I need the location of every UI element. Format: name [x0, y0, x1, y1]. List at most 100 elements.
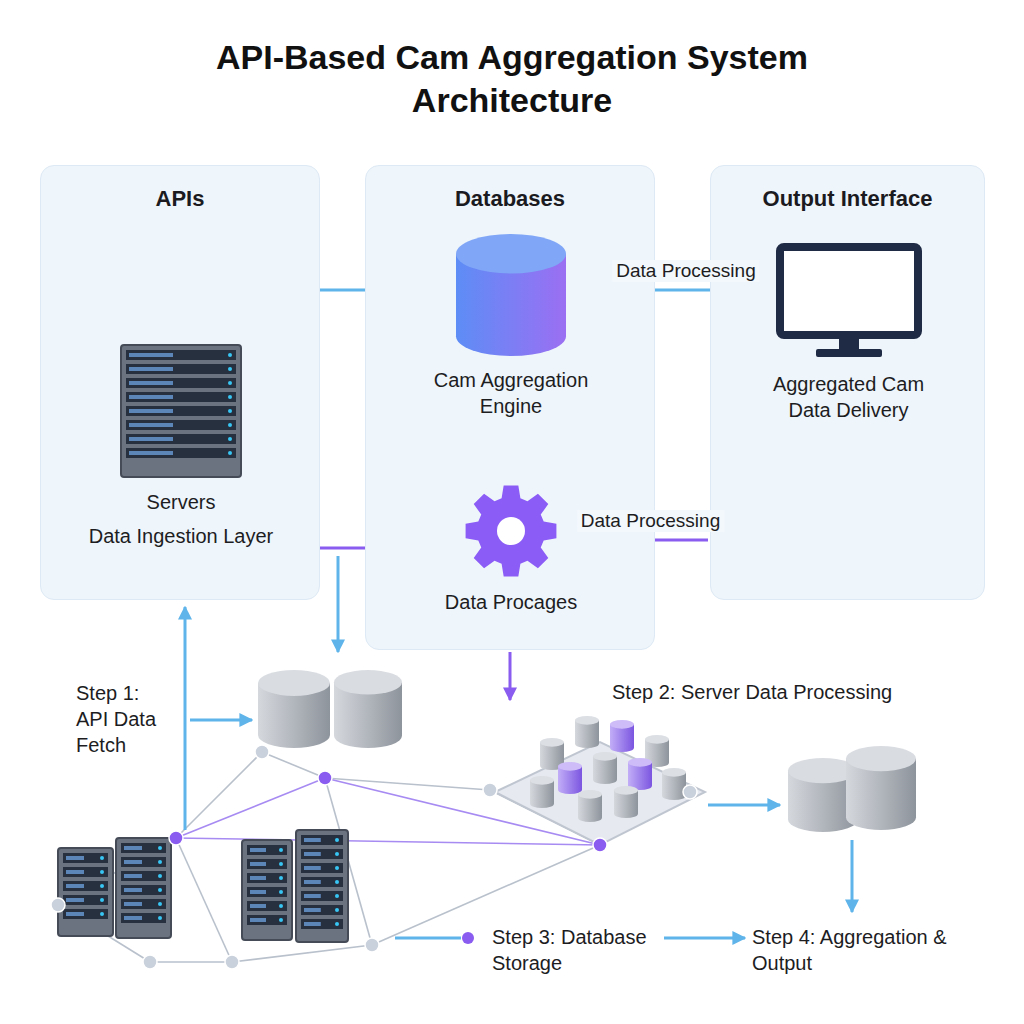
server-unit [301, 905, 343, 915]
cylinder-base [456, 316, 566, 356]
panel-heading: Output Interface [711, 166, 984, 212]
server-slot [66, 884, 84, 888]
panel-heading: Databases [366, 166, 654, 212]
network-dot [483, 783, 497, 797]
network-link [262, 752, 325, 778]
server-unit [247, 873, 287, 883]
server-slot [304, 880, 321, 884]
node-icon [461, 481, 561, 581]
server-slot [250, 876, 266, 880]
server-light [279, 876, 283, 880]
server-unit [121, 871, 166, 881]
network-link [176, 752, 262, 838]
server-slot [124, 874, 142, 878]
server-slot [124, 860, 142, 864]
cylinder-base [575, 739, 599, 748]
server-unit [121, 913, 166, 923]
cylinder-base [614, 809, 638, 818]
server-rack [242, 840, 292, 940]
network-dot [365, 938, 379, 952]
cylinder-top [575, 716, 599, 725]
server-slot [304, 922, 321, 926]
server-light [279, 848, 283, 852]
cylinder-top [578, 790, 602, 799]
server-light [279, 918, 283, 922]
server-light [100, 870, 104, 874]
node-label: Servers [51, 489, 311, 515]
server-unit [126, 420, 236, 430]
server-slot [124, 846, 142, 850]
node-icon [116, 341, 246, 481]
server-slot [250, 918, 266, 922]
server-light [335, 908, 339, 912]
server-light [335, 922, 339, 926]
server-slot [66, 912, 84, 916]
server-unit [63, 895, 108, 905]
server-slot [304, 838, 321, 842]
monitor-screen [780, 247, 918, 335]
server-unit [63, 853, 108, 863]
server-light [158, 874, 162, 878]
server-slot [304, 852, 321, 856]
flow-arrow [337, 556, 340, 652]
server-unit [121, 857, 166, 867]
component-node: Data Procages [431, 481, 591, 615]
monitor-base [816, 349, 882, 357]
flow-line [395, 937, 461, 940]
server-light [228, 353, 232, 357]
server-slot [250, 904, 266, 908]
server-unit [126, 378, 236, 388]
server-slot [124, 916, 142, 920]
cylinder-base [258, 722, 330, 748]
layer-panel: Output InterfaceAggregated Cam Data Deli… [710, 165, 985, 600]
cylinder-top [593, 752, 617, 761]
network-dot [143, 955, 157, 969]
server-slot [66, 898, 84, 902]
server-light [228, 367, 232, 371]
server-unit [301, 919, 343, 929]
server-unit [247, 915, 287, 925]
cylinder-top [662, 768, 686, 777]
server-slot [250, 862, 266, 866]
server-unit [301, 835, 343, 845]
flow-arrow [184, 607, 187, 700]
flow-arrow [664, 937, 745, 940]
server-light [228, 451, 232, 455]
server-slot [129, 395, 173, 399]
network-dot [683, 785, 697, 799]
server-slot [304, 894, 321, 898]
server-rack [58, 848, 113, 936]
hardware-illustration [51, 670, 916, 969]
server-light [228, 381, 232, 385]
network-dot [255, 745, 269, 759]
cylinder-base [558, 785, 582, 794]
server-unit [126, 406, 236, 416]
flow-arrow [851, 840, 854, 912]
cylinder-base [846, 805, 916, 830]
server-light [100, 884, 104, 888]
gear-shape [466, 486, 557, 577]
component-node: Cam Aggregation Engine [401, 231, 621, 419]
server-unit [301, 863, 343, 873]
cylinder-top [540, 738, 564, 747]
node-label: Cam Aggregation Engine [426, 367, 596, 419]
flow-arrow [190, 719, 252, 722]
cylinder-base [578, 813, 602, 822]
step-label: Step 2: Server Data Processing [612, 679, 992, 705]
edge-label: Data Processing [577, 510, 724, 532]
server-slot [129, 409, 173, 413]
server-light [100, 856, 104, 860]
server-light [335, 894, 339, 898]
server-slot [66, 870, 84, 874]
server-slot [129, 381, 173, 385]
server-light [279, 890, 283, 894]
server-light [100, 912, 104, 916]
server-slot [304, 908, 321, 912]
layer-panel: DatabasesCam Aggregation EngineData Proc… [365, 165, 655, 650]
layer-panel: APIsServersData Ingestion Layer [40, 165, 320, 600]
cylinder-top [334, 670, 402, 694]
server-light [158, 888, 162, 892]
diagram-title: API-Based Cam Aggregation System Archite… [142, 36, 882, 121]
server-slot [304, 866, 321, 870]
